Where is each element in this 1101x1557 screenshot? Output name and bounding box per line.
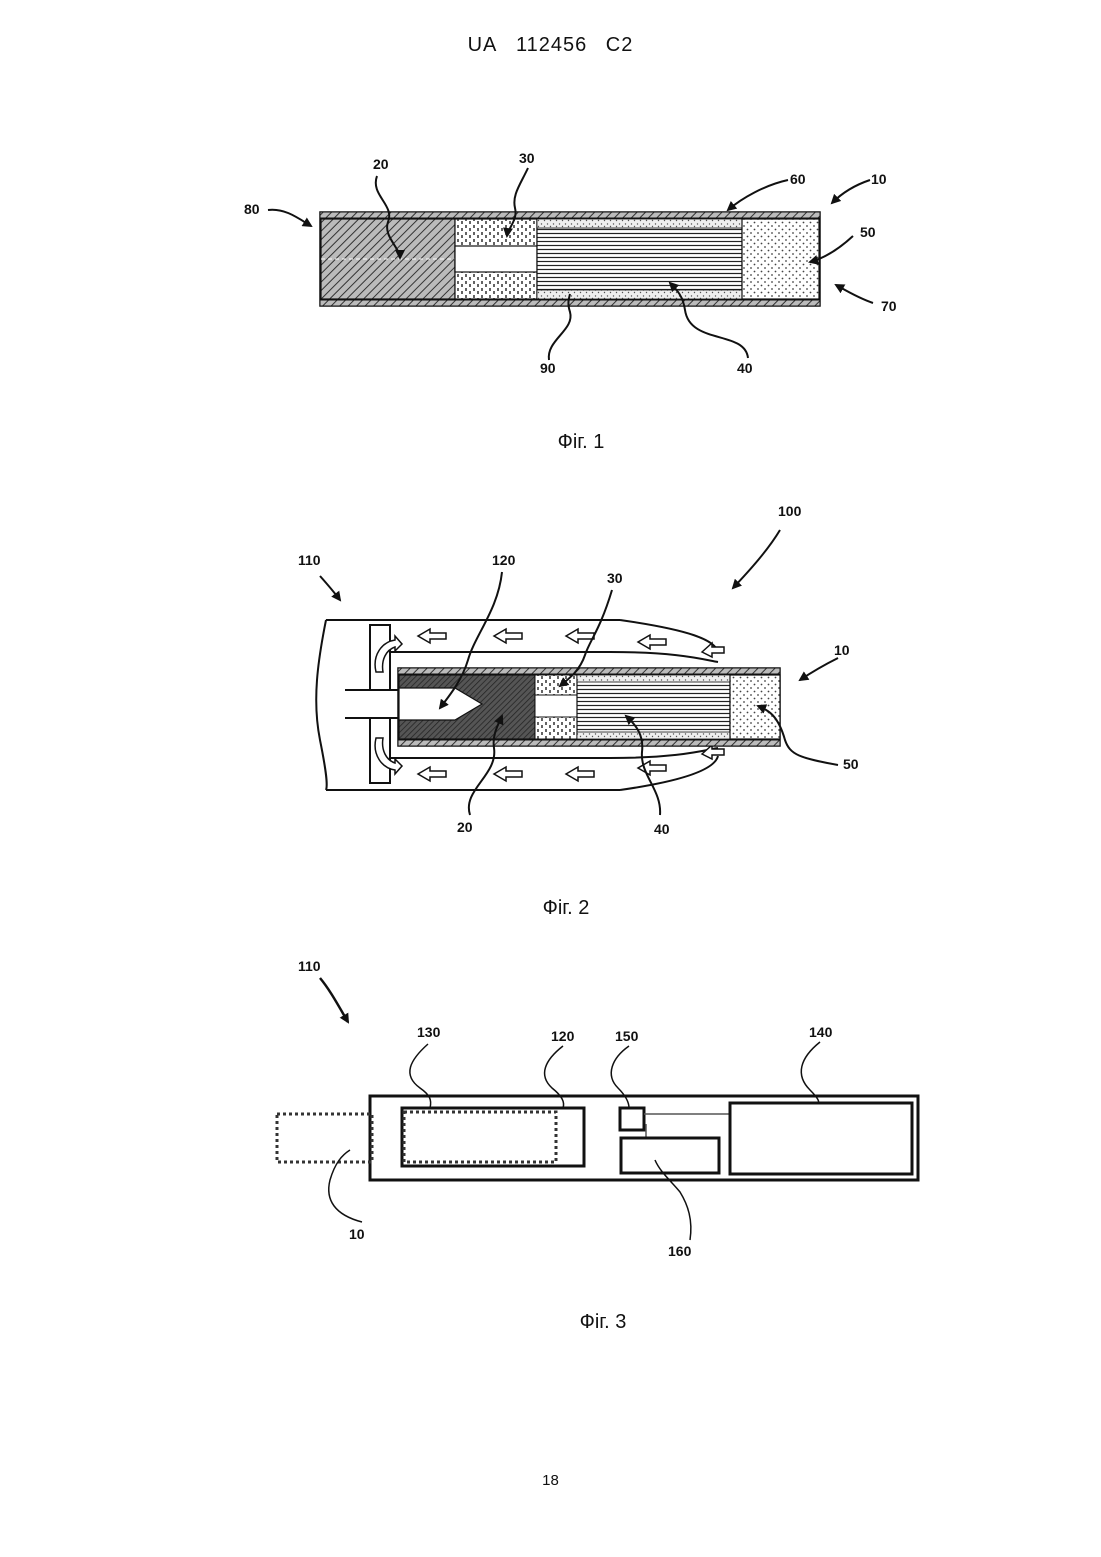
fig1-label-80: 80 [244,201,260,217]
mouthpiece-filter-50 [742,219,819,299]
fig1-rod [320,212,820,306]
fig3-label-160: 160 [668,1243,692,1259]
fig3-drawing: 110 130 120 150 140 10 160 [277,958,918,1259]
fig2-caption: Фіг. 2 [466,897,666,920]
fig2-label-30: 30 [607,570,623,586]
controller-150 [620,1108,644,1130]
fig1-label-40: 40 [737,360,753,376]
fig3-label-110: 110 [298,958,321,974]
fig1-label-70: 70 [881,298,897,314]
fig1-caption: Фіг. 1 [481,431,681,454]
component-160 [621,1138,719,1173]
fig1-label-60: 60 [790,171,806,187]
fig3-label-10: 10 [349,1226,365,1242]
fig2-label-120: 120 [492,552,516,568]
fig2-rod [398,668,780,746]
fig3-label-120: 120 [551,1028,575,1044]
fig3-label-150: 150 [615,1028,639,1044]
fig3-label-130: 130 [417,1024,441,1040]
fig1-label-10: 10 [871,171,887,187]
fig1-label-50: 50 [860,224,876,240]
fig2-label-110: 110 [298,552,321,568]
fig1-label-30: 30 [519,150,535,166]
fig2-label-40: 40 [654,821,670,837]
fig1-label-90: 90 [540,360,556,376]
fig2-label-100: 100 [778,503,802,519]
fig2-drawing: 100 110 120 30 10 50 20 40 [298,503,859,837]
article-10-outside [277,1114,372,1162]
battery-140 [730,1103,912,1174]
fig3-label-140: 140 [809,1024,833,1040]
fig1-label-20: 20 [373,156,389,172]
page-number: 18 [0,1472,1101,1489]
fig1-drawing: 20 30 60 10 80 50 70 90 40 [244,150,897,376]
cooling-element-40 [537,219,742,299]
fig2-label-50: 50 [843,756,859,772]
fig3-caption: Фіг. 3 [503,1311,703,1334]
fig2-label-20: 20 [457,819,473,835]
fig2-label-10: 10 [834,642,850,658]
